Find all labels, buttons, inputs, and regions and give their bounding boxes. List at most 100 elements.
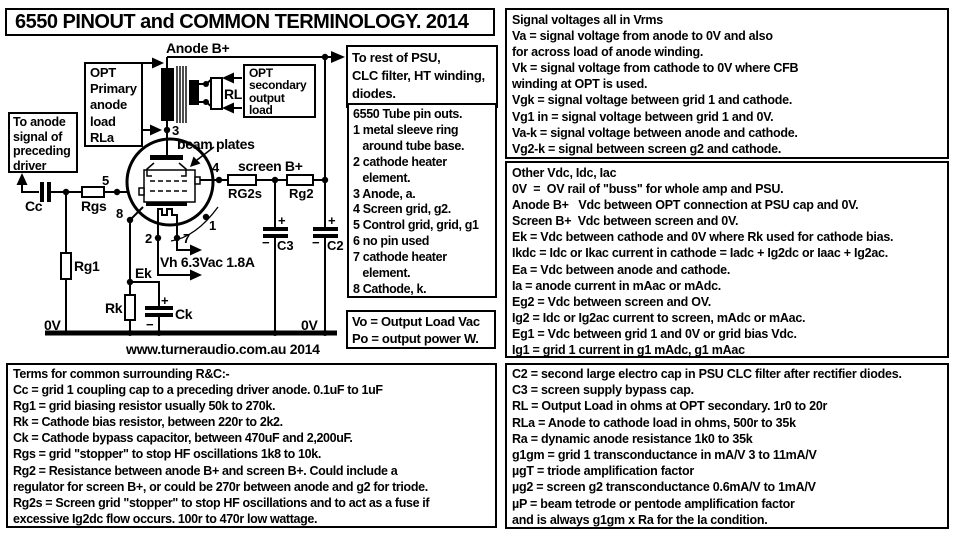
text-line: Rgs = grid "stopper" to stop HF oscillat… <box>13 447 321 462</box>
arrowheads <box>16 51 345 281</box>
resistors <box>60 174 314 321</box>
text-line: output <box>249 90 285 105</box>
text-line: Po = output power W. <box>352 330 479 346</box>
arrow-rla-bottom <box>150 124 162 136</box>
text-line: element. <box>353 170 411 185</box>
text-line: CLC filter, HT winding, <box>352 68 485 83</box>
text-line: Va = signal voltage from anode to 0V and… <box>512 29 773 44</box>
arrow-to-driver <box>16 173 28 185</box>
text-line: 5 Control grid, grid, g1 <box>353 218 479 233</box>
wires <box>21 56 332 333</box>
opt-primary-winding <box>161 68 174 121</box>
c3-cap-plate <box>263 227 288 231</box>
arrow-rla-top <box>152 57 164 69</box>
rgs-resistor <box>81 186 105 198</box>
page-title: 6550 PINOUT and COMMON TERMINOLOGY. 2014 <box>15 10 469 33</box>
text-line: Anode B+ Vdc between OPT connection at P… <box>512 198 859 213</box>
junction-dots <box>62 53 329 336</box>
arrow-secondary-bottom <box>222 102 234 114</box>
text-line: Rg2s = Screen grid "stopper" to stop HF … <box>13 495 430 510</box>
arrow-beam-plates-line <box>196 146 215 161</box>
c3-minus-label: − <box>262 235 270 250</box>
zero-v-left-label: 0V <box>44 317 61 333</box>
arrow-heater-top <box>190 244 202 256</box>
text-line: anode <box>90 97 128 113</box>
rg2-resistor <box>286 174 314 186</box>
component-terms-panel: C2 = second large electro cap in PSU CLC… <box>505 363 949 529</box>
text-line: Ia = anode current in mAac or mAdc. <box>512 278 722 293</box>
rgs-label: Rgs <box>81 198 107 214</box>
grid-box <box>143 169 196 203</box>
circuit-schematic: Anode B+ screen B+ beam plates 3 4 5 8 2… <box>16 40 345 357</box>
cc-label: Cc <box>25 198 43 214</box>
cathode-bar <box>146 202 187 206</box>
arrow-heater-bottom <box>190 269 202 281</box>
c3-cap-plate <box>263 234 288 238</box>
text-line: signal of <box>13 129 63 144</box>
arrow-secondary-top <box>222 72 234 84</box>
text-line: Screen B+ Vdc between screen and 0V. <box>512 214 739 229</box>
vh-label: Vh 6.3Vac 1.8A <box>160 254 255 270</box>
text-line: 8 Cathode, k. <box>353 281 427 296</box>
text-line: Ig1 = grid 1 current in g1 mAdc, g1 mAac <box>512 343 745 358</box>
rg1-resistor <box>60 252 72 280</box>
opt-core <box>176 66 187 123</box>
text-line: 6550 Tube pin outs. <box>353 107 463 121</box>
pin2-label: 2 <box>145 231 152 246</box>
text-line: Terms for common surrounding R&C:- <box>13 367 230 381</box>
grid-tab-left <box>138 187 145 196</box>
text-line: Other Vdc, Idc, Iac <box>512 166 617 180</box>
text-line: To anode <box>13 115 66 129</box>
text-line: Ig2 = Idc or Ig2ac current to screen, mA… <box>512 310 806 325</box>
anode-plate <box>150 155 183 160</box>
tube-envelope <box>125 137 215 227</box>
rk-label: Rk <box>105 300 123 316</box>
text-line: 3 Anode, a. <box>353 186 416 201</box>
text-line: Ek = Vdc between cathode and 0V where Rk… <box>512 230 894 245</box>
rg1-label: Rg1 <box>74 258 100 274</box>
text-line: µP = beam tetrode or pentode amplificati… <box>512 496 795 511</box>
text-line: Ck = Cathode bypass capacitor, between 4… <box>13 431 353 446</box>
zero-v-right-label: 0V <box>301 317 318 333</box>
text-line: Va-k = signal voltage between anode and … <box>512 125 798 140</box>
text-line: element. <box>353 266 411 281</box>
text-line: Signal voltages all in Vrms <box>512 13 663 27</box>
grid-tab-right <box>194 176 201 185</box>
capacitors <box>40 182 338 317</box>
text-line: regulator for screen B+, or could be 270… <box>13 479 428 494</box>
text-line: driver <box>13 158 47 173</box>
text-line: OPT <box>90 65 116 80</box>
text-line: Ea = Vdc between anode and cathode. <box>512 262 731 277</box>
grid-dashed-lines <box>150 180 189 192</box>
heater-element <box>157 208 178 238</box>
ek-label: Ek <box>135 265 152 281</box>
text-line: C3 = screen supply bypass cap. <box>512 383 694 398</box>
tube-pinouts-box: 6550 Tube pin outs.1 metal sleeve ring a… <box>347 103 497 298</box>
pin1-label: 1 <box>209 218 216 233</box>
text-line: 0V = OV rail of "buss" for whole amp and… <box>512 182 784 197</box>
c2-plus-label: + <box>328 213 336 228</box>
screen-b-plus-label: screen B+ <box>238 158 303 174</box>
text-line: Primary <box>90 81 137 97</box>
text-line: secondary <box>249 78 307 93</box>
c3-label: C3 <box>277 238 294 253</box>
text-line: 7 cathode heater <box>353 250 447 265</box>
pin3-label: 3 <box>172 123 179 138</box>
opt-secondary-winding <box>189 80 199 105</box>
ck-cap-plate <box>145 306 173 310</box>
text-line: load <box>249 103 273 118</box>
rg2s-label: RG2s <box>228 186 262 201</box>
text-line: load <box>90 113 116 129</box>
text-line: RLa <box>90 129 114 145</box>
text-line: Vg1 in = signal voltage between grid 1 a… <box>512 109 774 124</box>
text-line: g1gm = grid 1 transconductance in mA/V 3… <box>512 448 817 463</box>
c3-plus-label: + <box>278 213 286 228</box>
cc-cap-plate <box>40 182 44 202</box>
text-line: Vk = signal voltage from cathode to 0V w… <box>512 61 799 76</box>
arrow-to-psu <box>331 51 345 63</box>
text-line: winding at OPT is used. <box>512 77 648 92</box>
anode-b-plus-label: Anode B+ <box>166 40 229 56</box>
